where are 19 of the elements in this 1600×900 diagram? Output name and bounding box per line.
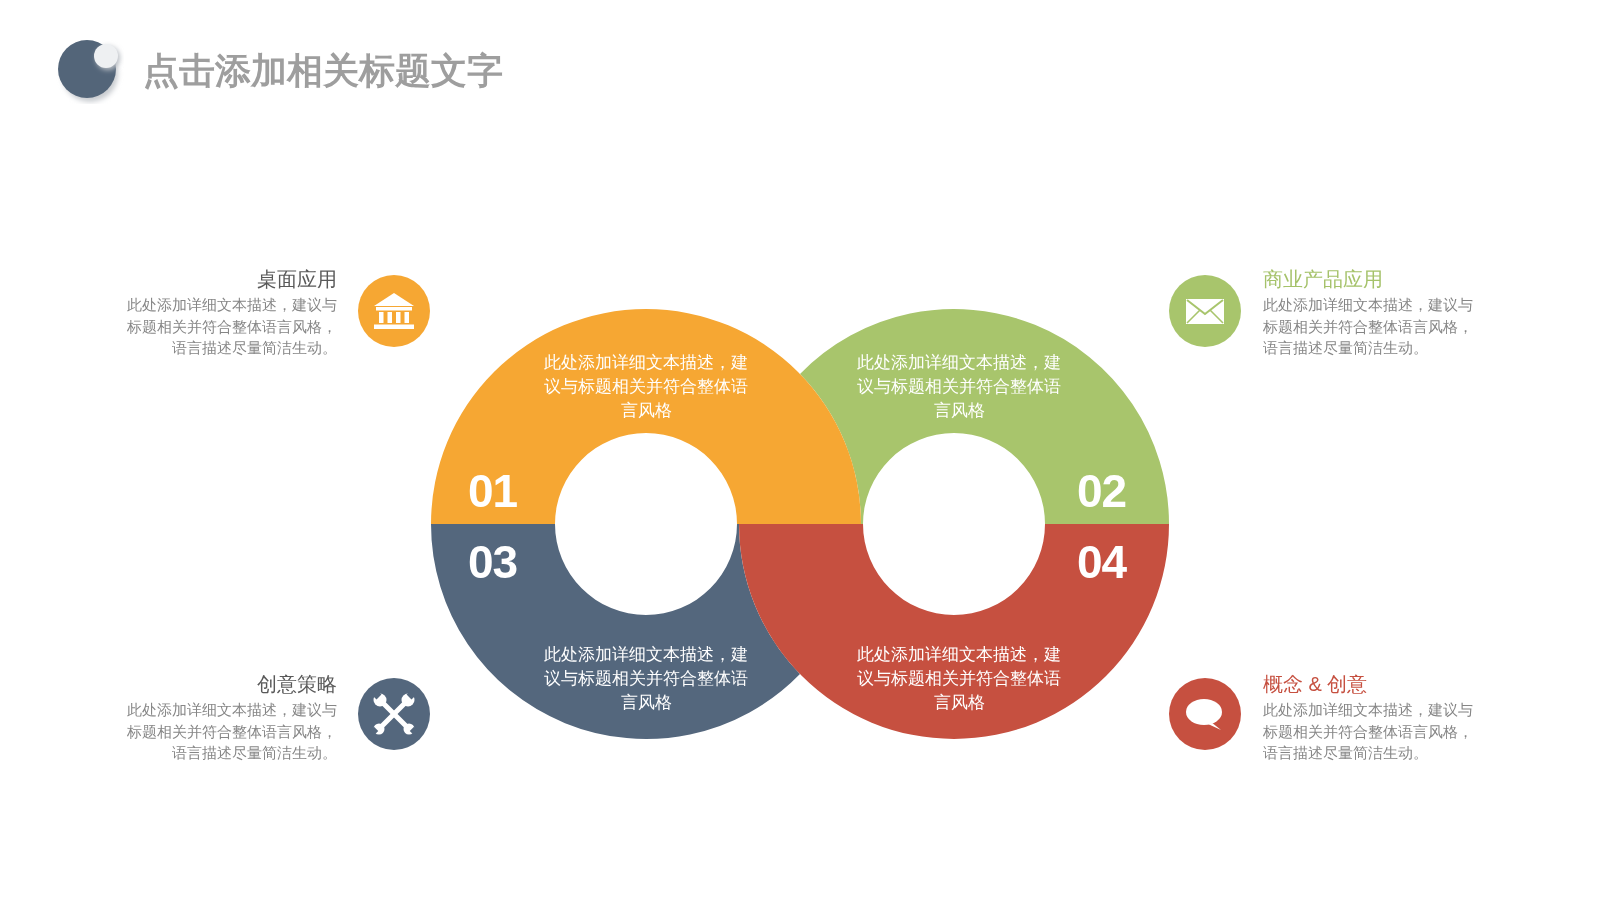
description-text: 此处添加详细文本描述，建议与标题相关并符合整体语言风格，语言描述尽量简洁生动。 xyxy=(1263,295,1474,358)
segment-text: 此处添加详细文本描述，建议与标题相关并符合整体语言风格 xyxy=(857,644,1061,713)
title: 点击添加相关标题文字 xyxy=(143,49,503,93)
description-text: 此处添加详细文本描述，建议与标题相关并符合整体语言风格，语言描述尽量简洁生动。 xyxy=(1263,700,1474,763)
step-number: 03 xyxy=(468,537,518,587)
heading: 桌面应用 xyxy=(257,267,337,292)
ring-segment xyxy=(431,524,800,739)
segment-text: 此处添加详细文本描述，建议与标题相关并符合整体语言风格 xyxy=(857,352,1061,421)
heading: 商业产品应用 xyxy=(1263,267,1383,292)
heading: 概念 & 创意 xyxy=(1263,672,1368,697)
segment-text: 此处添加详细文本描述，建议与标题相关并符合整体语言风格 xyxy=(544,352,748,421)
step-number: 04 xyxy=(1077,537,1127,587)
ring-segment xyxy=(800,309,1169,524)
step-number: 02 xyxy=(1077,466,1127,516)
heading: 创意策略 xyxy=(257,672,337,697)
description-text: 此处添加详细文本描述，建议与标题相关并符合整体语言风格，语言描述尽量简洁生动。 xyxy=(126,295,337,358)
step-number: 01 xyxy=(468,466,518,516)
segment-text: 此处添加详细文本描述，建议与标题相关并符合整体语言风格 xyxy=(544,644,748,713)
description-text: 此处添加详细文本描述，建议与标题相关并符合整体语言风格，语言描述尽量简洁生动。 xyxy=(126,700,337,763)
